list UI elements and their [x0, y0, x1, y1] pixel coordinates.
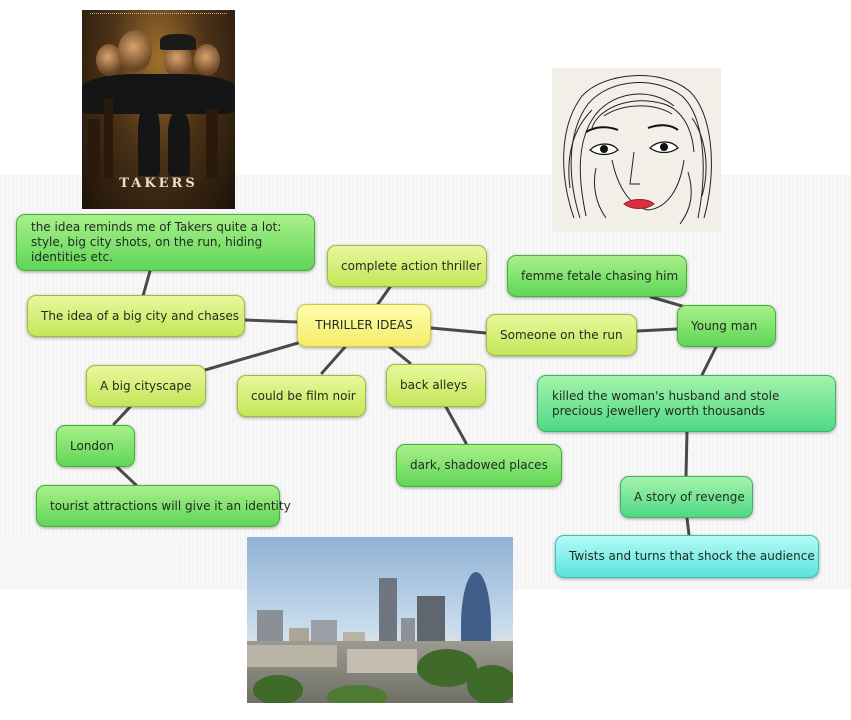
node-action-thriller[interactable]: complete action thriller: [327, 245, 487, 287]
node-young-man[interactable]: Young man: [677, 305, 776, 347]
node-london[interactable]: London: [56, 425, 135, 467]
node-thriller-ideas-center[interactable]: THRILLER IDEAS: [297, 304, 431, 347]
skyline-low-building: [247, 645, 337, 667]
edge-bigcity-center: [243, 318, 299, 324]
node-big-city-chases[interactable]: The idea of a big city and chases: [27, 295, 245, 337]
edge-action-center: [376, 285, 392, 306]
node-tourist-attractions[interactable]: tourist attractions will give it an iden…: [36, 485, 291, 527]
poster-face: [118, 30, 152, 72]
edge-takers-bigcity: [141, 269, 152, 298]
femme-fatale-sketch-image: [552, 68, 721, 232]
skyline-trees: [327, 685, 387, 703]
edge-alleys-shadowed: [444, 405, 468, 445]
skyline-trees: [467, 665, 513, 703]
edge-london-tourist: [115, 465, 138, 487]
poster-building: [104, 99, 113, 179]
edge-cityscape-london: [112, 405, 132, 426]
poster-title: TAKERS: [119, 176, 198, 191]
node-dark-shadowed-places[interactable]: dark, shadowed places: [396, 444, 562, 487]
edge-youngman-killed: [700, 345, 718, 377]
takers-poster-image: TAKERS: [82, 10, 235, 209]
edge-center-cityscape: [203, 341, 300, 372]
poster-cast-names: [90, 13, 227, 18]
edge-center-alleys: [388, 345, 412, 365]
skyline-trees: [253, 675, 303, 703]
node-back-alleys[interactable]: back alleys: [386, 364, 486, 407]
node-twists-and-turns[interactable]: Twists and turns that shock the audience: [555, 535, 819, 578]
poster-face: [194, 44, 220, 76]
skyline-gherkin: [461, 572, 491, 648]
skyline-low-building: [347, 649, 417, 673]
poster-figure: [138, 106, 160, 176]
background-lower-left: [0, 540, 180, 590]
poster-face: [96, 44, 122, 76]
skyline-tower: [379, 578, 397, 648]
edge-revenge-twists: [685, 516, 691, 537]
sketch-drawing: [563, 75, 712, 225]
skyline-building: [401, 618, 415, 648]
london-skyline-image: [247, 537, 513, 703]
skyline-building: [417, 596, 445, 648]
poster-building: [88, 119, 100, 179]
edge-center-run: [429, 326, 488, 335]
node-killed-husband[interactable]: killed the woman's husband and stole pre…: [537, 375, 836, 432]
poster-figure: [168, 112, 190, 176]
node-femme-fetale[interactable]: femme fetale chasing him: [507, 255, 687, 297]
edge-femme-youngman: [649, 295, 684, 308]
node-film-noir[interactable]: could be film noir: [237, 375, 366, 417]
node-big-cityscape[interactable]: A big cityscape: [86, 365, 206, 407]
node-takers-idea[interactable]: the idea reminds me of Takers quite a lo…: [16, 214, 315, 271]
edge-center-noir: [320, 345, 347, 375]
node-someone-on-the-run[interactable]: Someone on the run: [486, 314, 637, 356]
poster-hat: [160, 34, 196, 50]
edge-run-youngman: [635, 327, 679, 333]
node-story-of-revenge[interactable]: A story of revenge: [620, 476, 753, 518]
edge-killed-revenge: [684, 429, 689, 478]
poster-building: [206, 109, 218, 179]
